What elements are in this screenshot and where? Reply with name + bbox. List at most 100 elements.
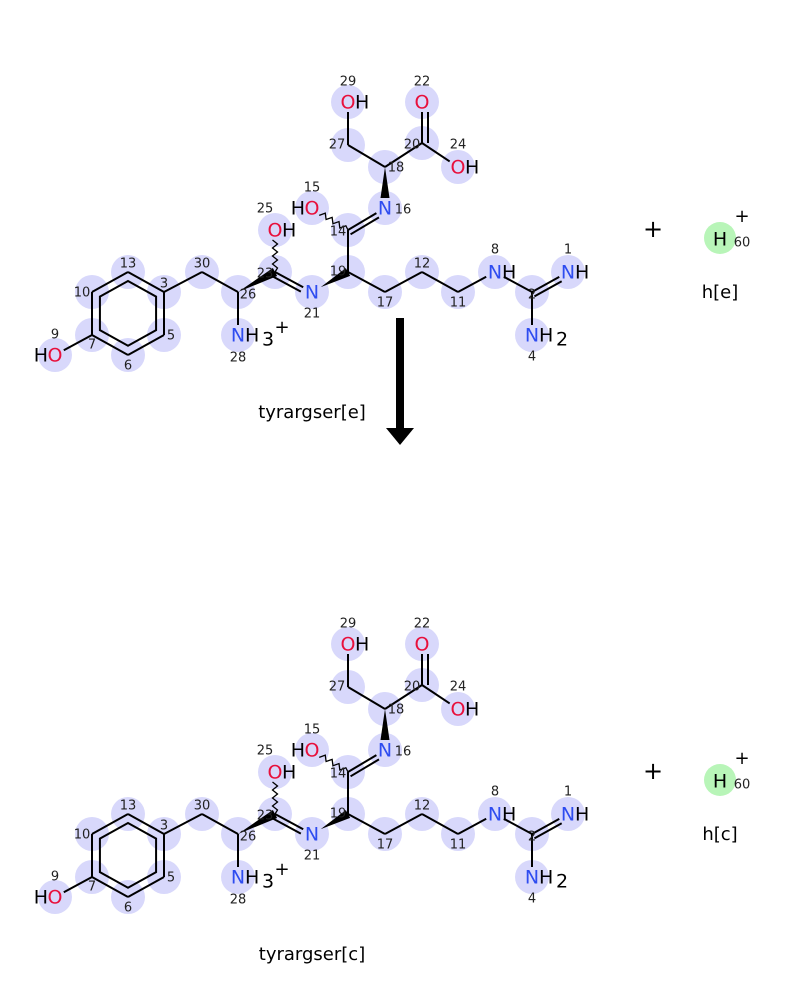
atom-highlight	[295, 275, 329, 309]
atom-17: 17	[377, 296, 394, 311]
atom-number: 23	[257, 809, 274, 824]
atom-27: 27	[329, 138, 346, 153]
atom-symbol: N	[231, 325, 245, 347]
wavy-bond	[271, 239, 279, 273]
bond	[127, 876, 165, 898]
atom-number: 12	[414, 257, 431, 272]
atom-highlight	[368, 191, 402, 225]
atom-number: 7	[88, 880, 96, 895]
atom-number: 17	[377, 838, 394, 853]
atom-symbol: N	[378, 198, 392, 220]
double-bond-line	[350, 216, 380, 236]
wedge-bond	[380, 709, 390, 740]
atom-21: N21	[304, 824, 321, 864]
atom-highlight	[478, 255, 512, 289]
hydrogen-label: H	[575, 262, 589, 284]
wedge-bond	[320, 268, 351, 288]
atom-15: OH 15	[291, 723, 321, 762]
atom-13: 13	[120, 257, 137, 272]
atom-number: 4	[528, 892, 536, 907]
atom-number: 21	[304, 849, 321, 864]
atom-17: 17	[377, 838, 394, 853]
atom-number: 29	[340, 75, 357, 90]
atom-number: 18	[388, 703, 405, 718]
atom-30: 30	[194, 799, 211, 814]
atom-number: 11	[450, 838, 467, 853]
atom-22: O22	[414, 75, 431, 114]
atom-26: 26	[240, 288, 257, 303]
atom-number: 27	[329, 680, 346, 695]
atom-number: 15	[304, 723, 321, 738]
bond	[127, 813, 165, 835]
atom-20: 20	[404, 680, 421, 695]
atom-symbol: O	[48, 887, 63, 909]
bond	[163, 271, 203, 293]
atom-highlight	[405, 85, 439, 119]
atom-highlight	[295, 733, 329, 767]
atom-highlight	[441, 150, 475, 184]
bond	[503, 817, 533, 835]
hydrogen-count: 2	[556, 871, 568, 893]
atom-symbol: N	[305, 282, 319, 304]
atom-30: 30	[194, 257, 211, 272]
hydrogen-label: H	[291, 740, 305, 762]
atom-number: 7	[88, 338, 96, 353]
atom-symbol: O	[305, 740, 320, 762]
atom-symbol: N	[525, 867, 539, 889]
atom-23: 23	[257, 809, 274, 824]
atom-symbol: O	[415, 92, 430, 114]
atom-number: 5	[167, 329, 175, 344]
atom-number: 30	[194, 257, 211, 272]
hydrogen-label: H	[502, 262, 516, 284]
atom-number: 14	[330, 225, 347, 240]
atom-number: 13	[120, 257, 137, 272]
reactant-name: tyrargser[e]	[258, 402, 366, 423]
atom-number: 3	[160, 277, 168, 292]
wedge-bond	[238, 268, 278, 292]
atom-highlight	[221, 860, 255, 894]
hydrogen-label: H	[355, 634, 369, 656]
bond	[457, 817, 487, 835]
atom-12: 12	[414, 257, 431, 272]
atom-highlight	[551, 255, 585, 289]
atom-symbol: N	[488, 262, 502, 284]
atom-number: 27	[329, 138, 346, 153]
atom-highlight	[441, 692, 475, 726]
atom-number: 9	[51, 328, 59, 343]
atom-number: 8	[491, 243, 499, 258]
atom-number: 23	[257, 267, 274, 282]
atom-highlights	[38, 85, 585, 372]
atom-number: 22	[414, 617, 431, 632]
atom-14: 14	[330, 767, 347, 782]
bond	[531, 817, 560, 835]
atom-19: 19	[330, 265, 347, 280]
atom-13: 13	[120, 799, 137, 814]
double-bond-line	[533, 280, 563, 298]
atom-symbol: N	[525, 325, 539, 347]
atom-highlight	[551, 797, 585, 831]
atom-23: 23	[257, 267, 274, 282]
atom-number: 20	[404, 680, 421, 695]
proton-symbol: H	[713, 229, 727, 251]
atom-number: 1	[564, 243, 572, 258]
atom-symbol: N	[561, 262, 575, 284]
atom-highlight	[295, 817, 329, 851]
atom-symbol: O	[415, 634, 430, 656]
atom-number: 18	[388, 161, 405, 176]
hydrogen-label: H	[502, 804, 516, 826]
bond	[63, 334, 93, 352]
atom-number: 9	[51, 870, 59, 885]
hydrogen-label: H	[539, 325, 553, 347]
proton-left-name: h[e]	[702, 282, 739, 303]
atom-3: 3	[160, 277, 168, 292]
bonds	[63, 112, 563, 356]
atom-20: 20	[404, 138, 421, 153]
